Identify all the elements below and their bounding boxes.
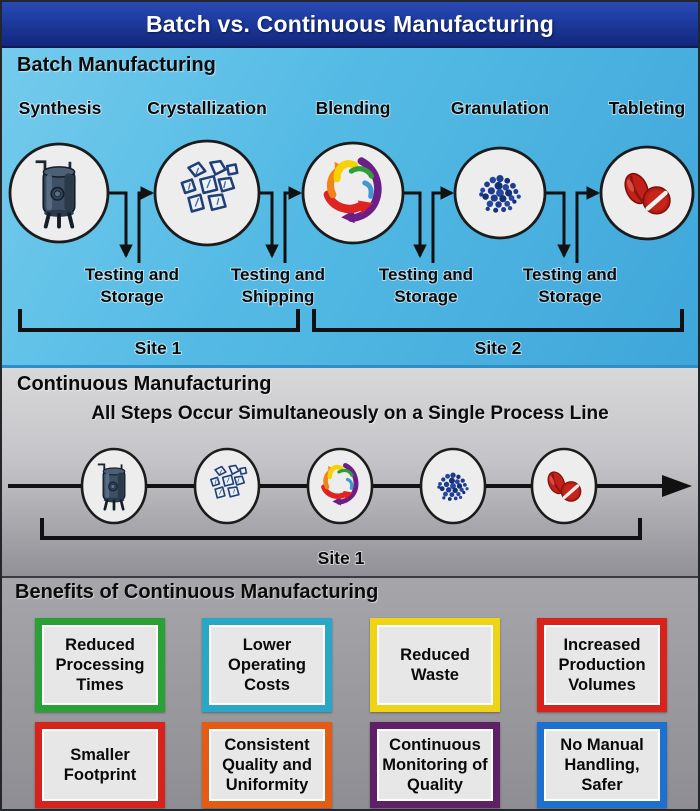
site1-label: Site 1 [318,548,365,568]
benefit-box-no-manual-handling: No Manual Handling, Safer [537,722,667,808]
main-title: Batch vs. Continuous Manufacturing [145,10,555,37]
testing-label-1-line1: Testing and [85,265,179,284]
title-bar: Batch vs. Continuous Manufacturing [2,2,698,48]
testing-label-1-line2: Storage [100,287,163,306]
site1-label: Site 1 [135,338,182,358]
step-label-blending: Blending [316,98,391,118]
benefit-box-reduced-waste: Reduced Waste [370,618,500,712]
batch-section-heading: Batch Manufacturing [17,54,216,76]
testing-label-3-line2: Storage [394,287,457,306]
benefit-box-increased-production-volumes: Increased Production Volumes [537,618,667,712]
testing-label-3-line1: Testing and [379,265,473,284]
batch-connectors [108,186,601,263]
benefit-label: Reduced Waste [400,645,470,684]
benefit-box-lower-operating-costs: Lower Operating Costs [202,618,332,712]
benefit-label: No Manual Handling, Safer [560,735,644,795]
step-label-synthesis: Synthesis [19,98,102,118]
testing-labels: Testing and Storage Testing and Shipping… [84,264,618,307]
batch-flow-diagram: Synthesis Crystallization Blending Granu… [8,97,695,359]
benefit-label: Smaller Footprint [63,745,137,784]
site2-label: Site 2 [475,338,522,358]
step-label-tableting: Tableting [609,98,685,118]
step-label-granulation: Granulation [451,98,549,118]
continuous-manufacturing-section: Continuous Manufacturing All Steps Occur… [2,368,698,576]
step-label-crystallization: Crystallization [147,98,267,118]
blending-circle [301,141,405,245]
benefit-box-consistent-quality: Consistent Quality and Uniformity [202,722,332,808]
process-line-arrowhead [662,475,692,497]
benefit-box-smaller-footprint: Smaller Footprint [35,722,165,808]
benefit-label: Increased Production Volumes [558,635,646,695]
benefits-section-heading: Benefits of Continuous Manufacturing [15,581,379,603]
testing-label-4-line2: Storage [538,287,601,306]
continuous-subtitle: All Steps Occur Simultaneously on a Sing… [91,403,609,424]
benefit-label: Reduced Processing Times [55,635,145,695]
testing-label-2-line1: Testing and [231,265,325,284]
testing-label-2-line2: Shipping [242,287,315,306]
testing-label-4-line1: Testing and [523,265,617,284]
continuous-section-heading: Continuous Manufacturing [17,373,272,395]
benefit-box-continuous-monitoring: Continuous Monitoring of Quality [370,722,500,808]
benefit-label: Lower Operating Costs [228,635,306,695]
batch-manufacturing-section: Batch Manufacturing Synthesis Crystalliz… [2,48,698,368]
site1-bracket [18,309,300,332]
site1-bracket [40,518,642,540]
site2-bracket [312,309,684,332]
benefit-label: Continuous Monitoring of Quality [382,735,488,795]
batch-process-circles [8,139,695,247]
benefit-label: Consistent Quality and Uniformity [222,735,312,795]
benefits-section: Benefits of Continuous Manufacturing Red… [2,576,698,809]
continuous-process-circles [80,447,598,525]
benefit-box-reduced-processing-times: Reduced Processing Times [35,618,165,712]
blending-circle [306,447,374,525]
continuous-flow-diagram: Site 1 [8,447,692,569]
